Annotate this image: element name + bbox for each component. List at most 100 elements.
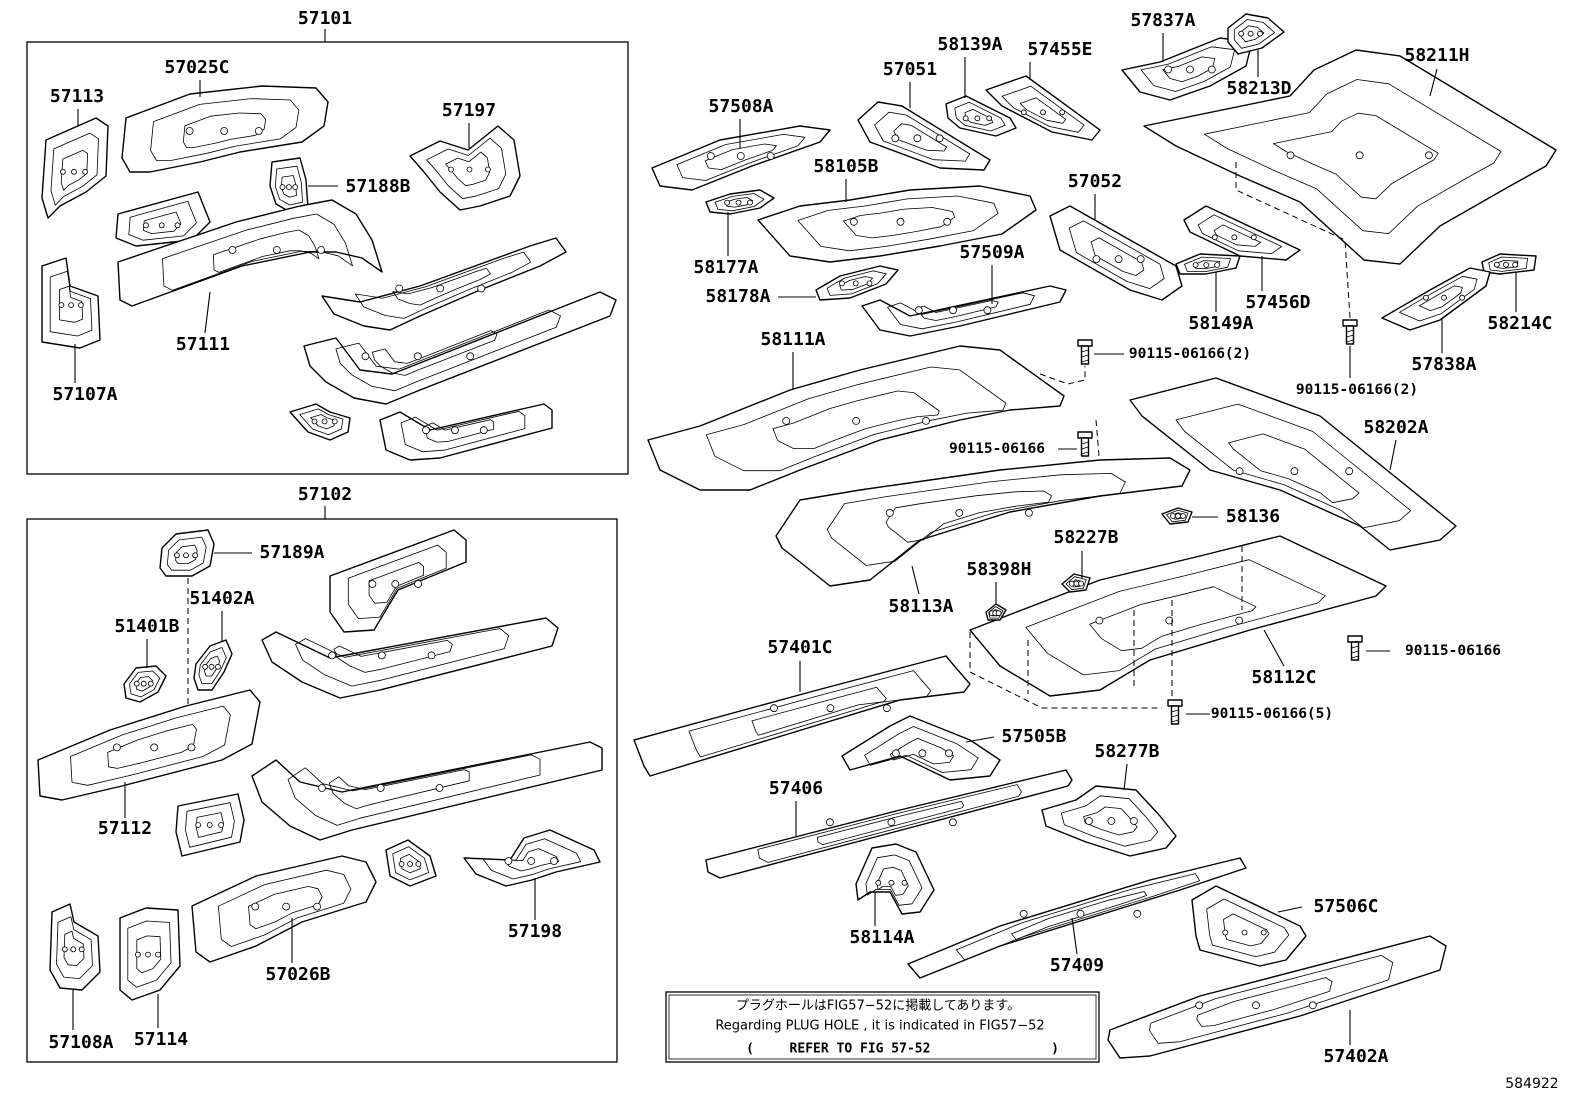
part-detail-line xyxy=(217,869,352,947)
part-57113 xyxy=(41,117,109,219)
label-57402A: 57402A xyxy=(1323,1046,1388,1067)
leader-line xyxy=(1277,906,1303,913)
part-58139A xyxy=(945,95,1017,137)
part-hole xyxy=(285,184,292,191)
part-hole xyxy=(736,152,745,160)
part-hole xyxy=(747,199,753,206)
part-bracket-unlabeled xyxy=(289,403,351,441)
label-58177A: 58177A xyxy=(693,257,758,278)
part-hole xyxy=(254,127,263,135)
part-detail-line xyxy=(1233,19,1275,49)
part-hole xyxy=(331,418,338,425)
part-hole xyxy=(1235,616,1244,625)
label-57509A: 57509A xyxy=(959,242,1024,263)
part-hole xyxy=(415,861,422,867)
part-detail-line xyxy=(295,628,510,687)
part-hole xyxy=(158,222,165,229)
part-51401B xyxy=(123,665,167,703)
label-58277B: 58277B xyxy=(1094,741,1159,762)
part-hole xyxy=(1423,294,1429,301)
part-detail-line xyxy=(705,366,1007,472)
part-hole xyxy=(945,749,953,758)
part-detail-line xyxy=(136,935,162,974)
part-detail-line xyxy=(1019,97,1067,124)
part-detail-line xyxy=(1025,559,1326,676)
part-hole xyxy=(935,134,944,143)
part-hole xyxy=(398,861,405,867)
part-detail-line xyxy=(757,784,1022,863)
label-57198: 57198 xyxy=(508,921,562,942)
part-detail-line xyxy=(1273,112,1439,200)
part-hole xyxy=(140,680,147,687)
part-hole xyxy=(68,302,74,309)
leader-line xyxy=(1429,68,1438,97)
part-hole xyxy=(1085,817,1093,825)
part-detail-line xyxy=(797,195,999,252)
part-hole xyxy=(311,418,318,425)
part-58214C xyxy=(1481,253,1537,275)
part-detail-line xyxy=(887,292,1035,330)
leader-line xyxy=(965,736,995,743)
part-57197 xyxy=(409,125,521,211)
note-ref-open: ( xyxy=(746,1042,754,1057)
part-58111A xyxy=(647,345,1065,491)
bolt-icon xyxy=(1342,319,1358,345)
part-detail-line xyxy=(335,309,561,392)
label-57111: 57111 xyxy=(176,334,230,355)
part-hole xyxy=(1512,261,1518,268)
part-hole xyxy=(282,902,291,911)
part-hole xyxy=(61,946,68,953)
part-58277B xyxy=(1041,785,1177,857)
part-rail-unlabeled xyxy=(321,237,567,331)
label-57188B: 57188B xyxy=(345,176,410,197)
part-hole xyxy=(251,902,260,911)
part-hole xyxy=(407,861,413,867)
part-detail-line xyxy=(287,754,541,826)
part-hole xyxy=(1078,580,1084,587)
part-hole xyxy=(187,743,196,752)
part-detail-line xyxy=(347,544,447,619)
label-58105B: 58105B xyxy=(813,156,878,177)
part-detail-line xyxy=(1011,891,1148,940)
label-58227B: 58227B xyxy=(1053,527,1118,548)
part-detail-line xyxy=(354,251,532,319)
dashed-guide-line xyxy=(1039,366,1086,385)
part-hole xyxy=(1068,580,1075,587)
part-detail-line xyxy=(1083,806,1138,836)
part-hole xyxy=(914,306,923,315)
part-detail-line xyxy=(328,769,470,810)
part-hole xyxy=(377,651,386,660)
part-detail-line xyxy=(772,390,940,450)
part-hole xyxy=(724,199,730,206)
part-detail-line xyxy=(1488,256,1528,272)
part-hole xyxy=(1107,817,1116,825)
part-57401C xyxy=(633,655,971,777)
part-hole xyxy=(427,651,436,660)
part-hole xyxy=(1235,467,1244,476)
part-hole xyxy=(1459,294,1465,301)
label-bolt-90115-06166-2: 90115-06166(2) xyxy=(1129,346,1251,362)
part-57837A xyxy=(1121,37,1253,101)
label-bolt-90115-06166-2: 90115-06166(2) xyxy=(1296,382,1418,398)
part-hole xyxy=(413,352,422,361)
part-57026B xyxy=(191,855,377,963)
leader-line xyxy=(1071,917,1078,955)
part-hole xyxy=(479,426,488,435)
part-58112C xyxy=(969,535,1387,697)
label-58178A: 58178A xyxy=(705,286,770,307)
part-hole xyxy=(328,651,337,660)
part-detail-line xyxy=(1068,220,1165,290)
part-detail-line xyxy=(166,536,207,571)
part-detail-line xyxy=(704,143,777,171)
part-57108A xyxy=(49,903,101,991)
part-58227B xyxy=(1061,573,1091,593)
part-57456D xyxy=(1183,205,1301,261)
bolt-icon xyxy=(1077,431,1093,457)
label-57112: 57112 xyxy=(98,818,152,839)
part-sill-unlabeled xyxy=(251,741,603,841)
part-hole xyxy=(466,166,473,173)
part-58177A xyxy=(705,189,775,215)
part-detail-line xyxy=(59,285,84,323)
label-51401B: 51401B xyxy=(114,616,179,637)
part-58398H xyxy=(985,603,1007,621)
